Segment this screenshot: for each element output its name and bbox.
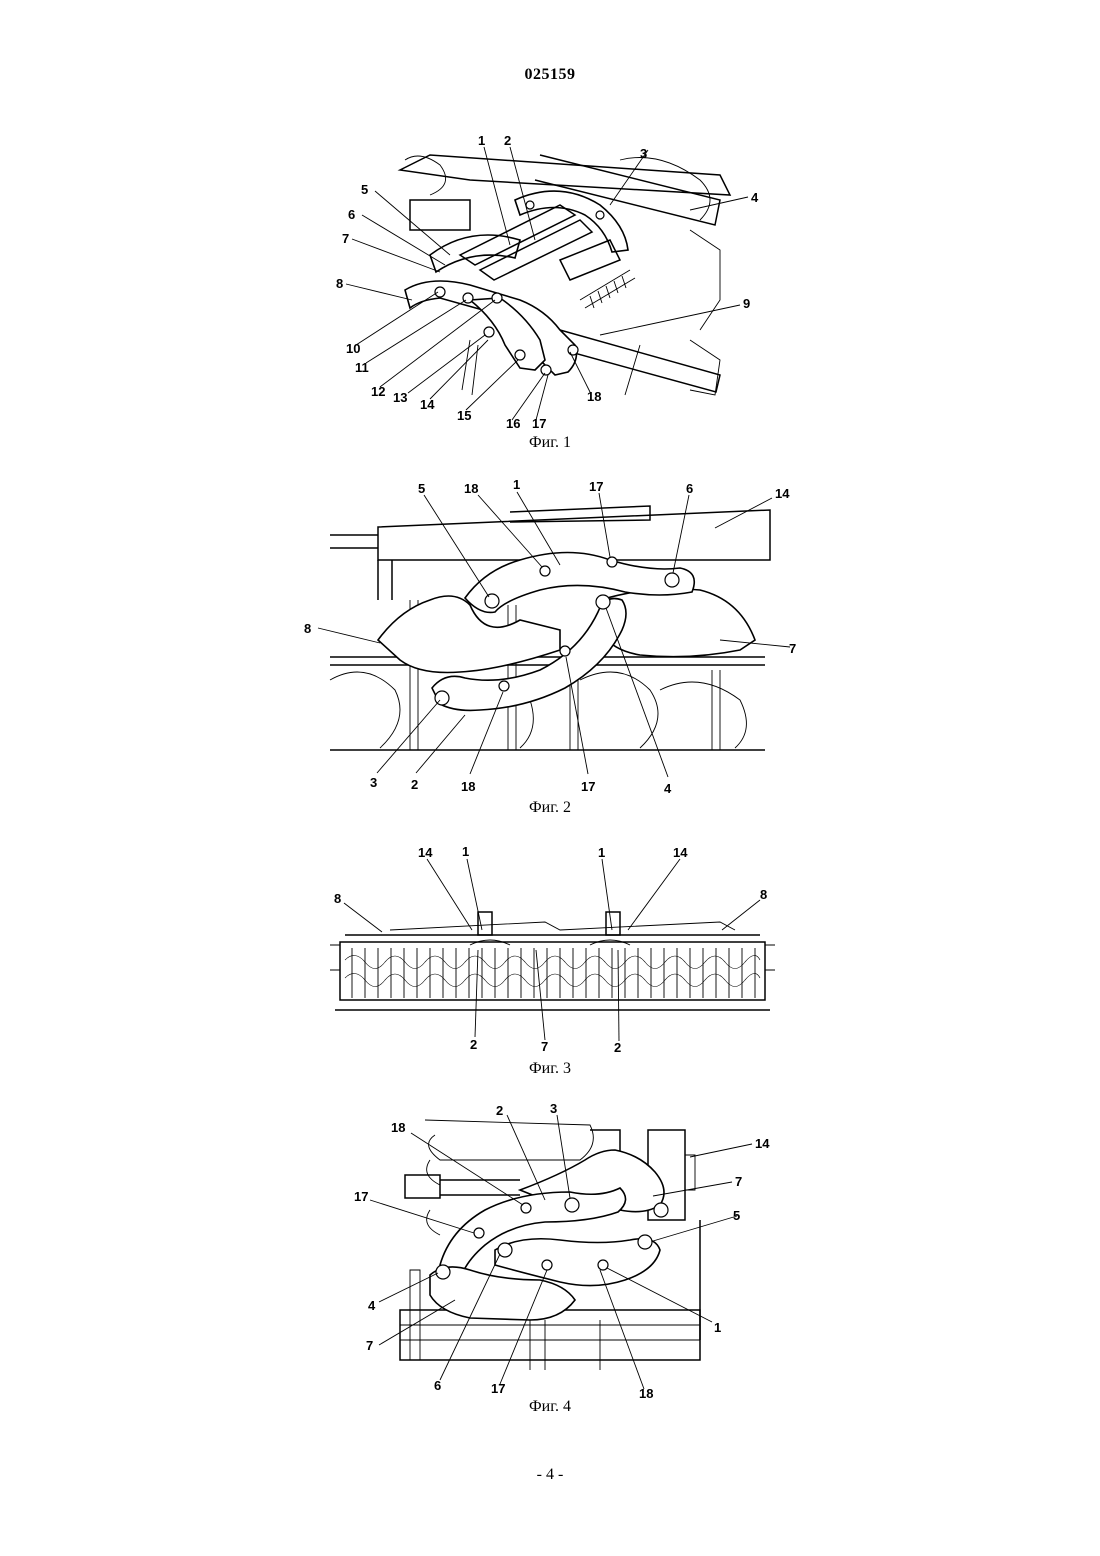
callout-label: 7: [366, 1338, 373, 1353]
callout-label: 1: [714, 1320, 721, 1335]
callout-label: 7: [735, 1174, 742, 1189]
callout-label: 14: [755, 1136, 770, 1151]
callout-label: 17: [354, 1189, 368, 1204]
figure-4-caption: Фиг. 4: [0, 1398, 1100, 1416]
page-number: - 4 -: [0, 1466, 1100, 1484]
callout-label: 5: [733, 1208, 740, 1223]
callout-label: 2: [496, 1103, 503, 1118]
callout-label: 4: [368, 1298, 376, 1313]
callout-label: 17: [491, 1381, 505, 1396]
callout-label: 6: [434, 1378, 441, 1393]
callout-label: 18: [391, 1120, 405, 1135]
callout-label: 3: [550, 1101, 557, 1116]
